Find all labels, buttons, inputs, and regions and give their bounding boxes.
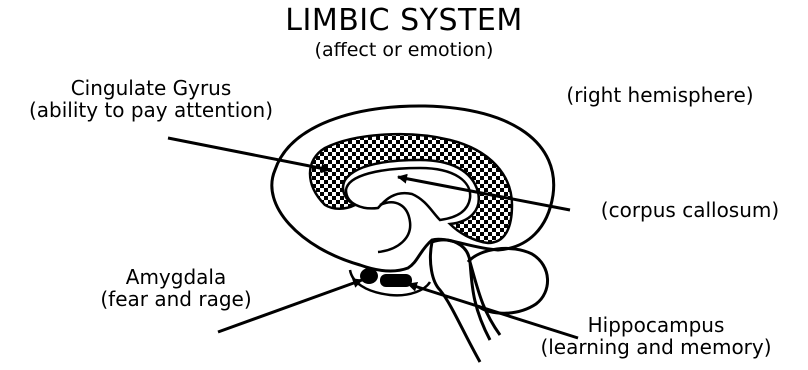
corpus-callosum-label: (corpus callosum) <box>574 199 806 221</box>
hemisphere-text: (right hemisphere) <box>546 84 774 106</box>
hippocampus-shape <box>380 274 412 287</box>
cerebellum-outline <box>468 248 548 313</box>
hippocampus-label: Hippocampus (learning and memory) <box>504 314 808 359</box>
cingulate-gyrus-desc: (ability to pay attention) <box>4 99 298 121</box>
hemisphere-label: (right hemisphere) <box>546 84 774 106</box>
corpus-callosum-text: (corpus callosum) <box>574 199 806 221</box>
cingulate-arrow <box>168 138 330 170</box>
thalamus-outline <box>378 202 410 252</box>
cingulate-gyrus-name: Cingulate Gyrus <box>4 77 298 99</box>
hippocampus-desc: (learning and memory) <box>504 336 808 358</box>
cingulate-gyrus-label: Cingulate Gyrus (ability to pay attentio… <box>4 77 298 122</box>
diagram-title: LIMBIC SYSTEM <box>0 4 808 38</box>
amygdala-desc: (fear and rage) <box>68 288 284 310</box>
amygdala-label: Amygdala (fear and rage) <box>68 266 284 311</box>
amygdala-shape <box>360 268 378 284</box>
hippocampus-name: Hippocampus <box>504 314 808 336</box>
amygdala-name: Amygdala <box>68 266 284 288</box>
diagram-subtitle: (affect or emotion) <box>0 40 808 61</box>
